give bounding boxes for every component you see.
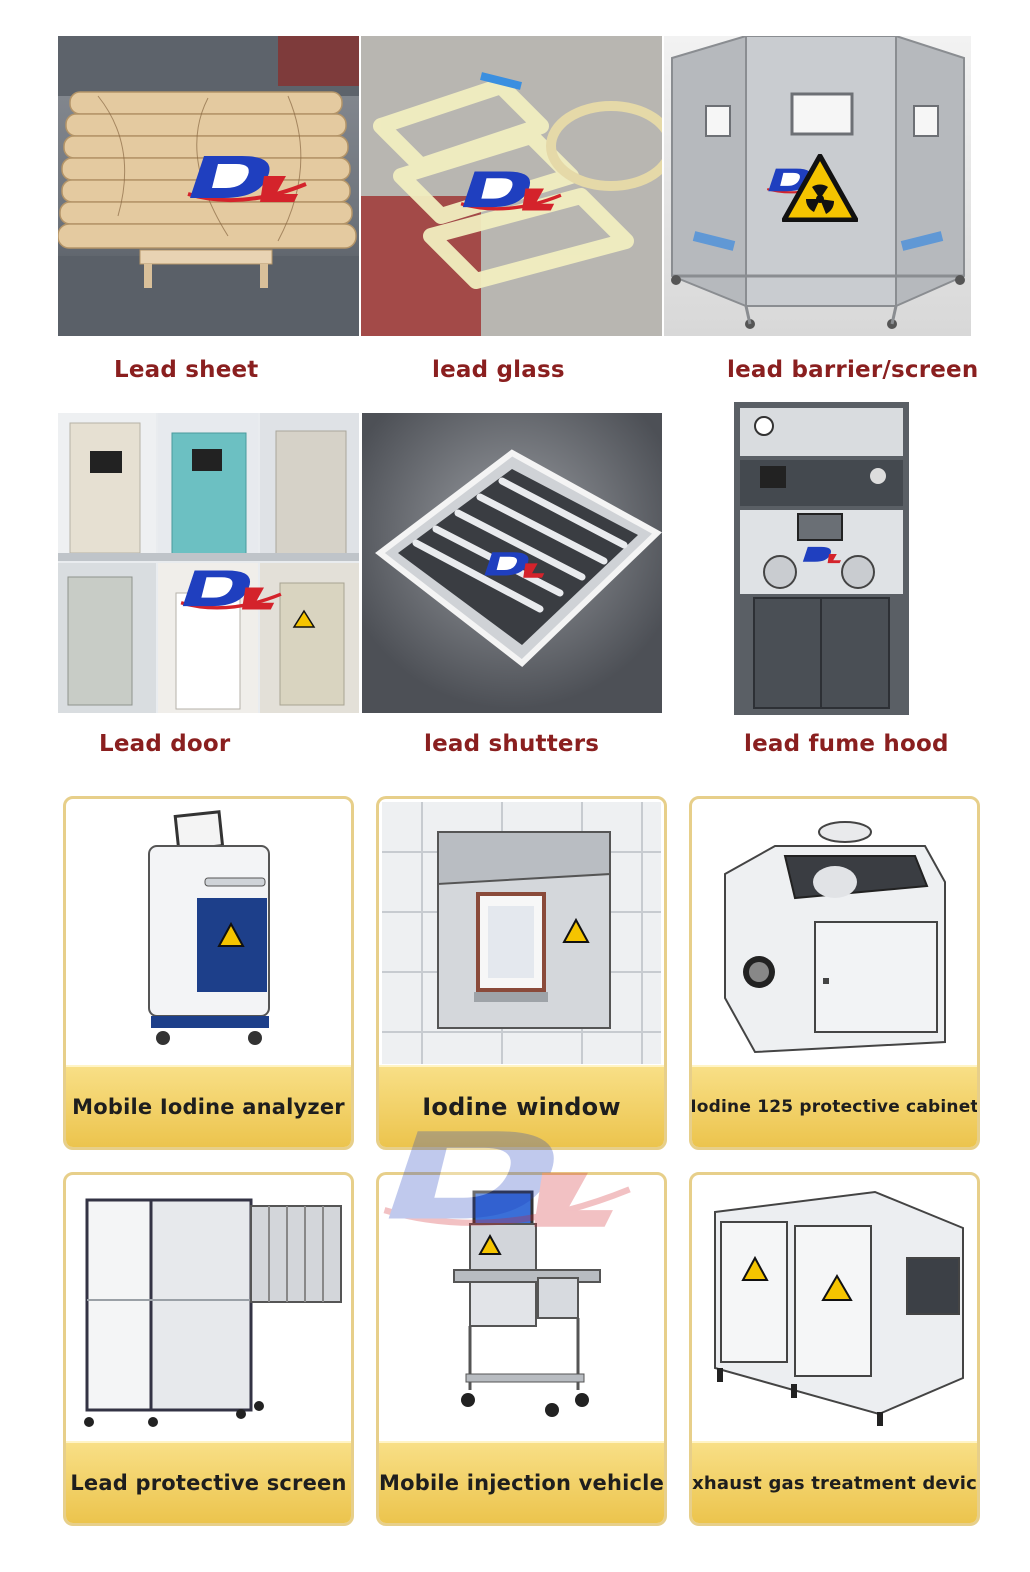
dl-logo — [800, 542, 846, 568]
dl-logo — [176, 563, 286, 617]
card-lead-protective-screen: Lead protective screen — [63, 1172, 354, 1526]
caption-lead-fume-hood: lead fume hood — [744, 731, 949, 757]
card-mobile-iodine-analyzer: Mobile Iodine analyzer — [63, 796, 354, 1150]
dl-logo — [764, 161, 834, 201]
card-label-band: Mobile Iodine analyzer — [66, 1065, 351, 1147]
lead-glass-photo — [361, 36, 662, 336]
lead-shutters-photo — [362, 413, 662, 713]
caption-lead-door: Lead door — [99, 731, 231, 757]
mobile-iodine-analyzer-illustration — [69, 802, 348, 1064]
radiation-hazard-icon — [782, 154, 858, 222]
caption-lead-sheet: Lead sheet — [114, 357, 259, 383]
card-exhaust-gas-treatment: Exhaust gas treatment device — [689, 1172, 980, 1526]
dl-logo — [456, 164, 566, 218]
exhaust-gas-treatment-illustration — [695, 1178, 974, 1440]
iodine-window-illustration — [382, 802, 661, 1064]
lead-protective-screen-illustration — [69, 1178, 348, 1440]
card-label-band: Iodine window — [379, 1065, 664, 1147]
dl-logo — [372, 1104, 642, 1254]
card-label-band: Mobile injection vehicle — [379, 1441, 664, 1523]
card-label: Mobile Iodine analyzer — [72, 1095, 345, 1119]
iodine-125-cabinet-illustration — [695, 802, 974, 1064]
card-label: Lead protective screen — [70, 1471, 347, 1495]
card-label-band: Exhaust gas treatment device — [692, 1441, 977, 1523]
card-label: Iodine 125 protective cabinet — [690, 1097, 979, 1117]
mobile-injection-vehicle-illustration — [382, 1178, 661, 1440]
caption-lead-barrier: lead barrier/screen — [727, 357, 979, 383]
card-label: Iodine window — [422, 1093, 621, 1121]
card-iodine-window: Iodine window — [376, 796, 667, 1150]
card-label-band: Iodine 125 protective cabinet — [692, 1065, 977, 1147]
lead-fume-hood-photo — [734, 402, 909, 715]
card-label: Exhaust gas treatment device — [689, 1472, 980, 1494]
lead-sheet-photo — [58, 36, 359, 336]
caption-lead-glass: lead glass — [432, 357, 565, 383]
card-mobile-injection-vehicle: Mobile injection vehicle — [376, 1172, 667, 1526]
card-iodine-125-cabinet: Iodine 125 protective cabinet — [689, 796, 980, 1150]
card-label: Mobile injection vehicle — [378, 1471, 665, 1495]
caption-lead-shutters: lead shutters — [424, 731, 600, 757]
dl-logo — [480, 545, 552, 585]
dl-logo — [182, 148, 312, 210]
card-label-band: Lead protective screen — [66, 1441, 351, 1523]
lead-door-photo — [58, 413, 359, 713]
lead-barrier-photo — [664, 36, 971, 336]
